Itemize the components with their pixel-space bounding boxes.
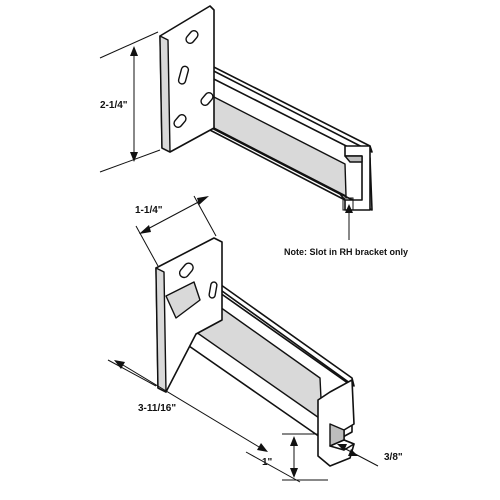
channel-height-label: 1" bbox=[262, 457, 273, 468]
length-dim-ext-right bbox=[245, 451, 301, 483]
top-rail-slot bbox=[342, 197, 354, 211]
channel-width-dim-line bbox=[339, 445, 379, 467]
top-plate-hole-3 bbox=[173, 114, 187, 128]
channel-width-label: 3/8" bbox=[384, 452, 403, 463]
width-dim-line bbox=[141, 197, 207, 233]
top-dim-ext-bottom bbox=[99, 149, 161, 173]
width-dim-ext-right bbox=[193, 195, 217, 237]
channel-height-arrow-down bbox=[290, 468, 298, 478]
bottom-length-label: 3-11/16" bbox=[138, 403, 177, 414]
length-dim-arrow-left bbox=[114, 360, 125, 369]
top-height-label: 2-1/4" bbox=[100, 100, 128, 111]
channel-height-arrow-up bbox=[290, 436, 298, 446]
bottom-plate-bend bbox=[165, 281, 201, 319]
top-plate-hole-2 bbox=[200, 92, 214, 106]
top-dim-ext-top bbox=[99, 31, 159, 59]
bottom-width-label: 1-1/4" bbox=[135, 205, 163, 216]
top-plate-slot bbox=[177, 65, 190, 85]
length-dim-arrow-right bbox=[257, 443, 268, 452]
top-dim-arrow-down bbox=[130, 152, 138, 162]
bottom-plate-slot bbox=[208, 281, 218, 299]
top-dim-arrow-up bbox=[130, 46, 138, 56]
top-plate-hole-1 bbox=[185, 30, 199, 44]
length-dim-line bbox=[117, 361, 265, 451]
width-dim-ext-left bbox=[135, 225, 159, 267]
note-arrowhead bbox=[345, 204, 353, 213]
bottom-plate-edge bbox=[155, 267, 167, 393]
bottom-plate-hole bbox=[178, 262, 194, 279]
top-rail-end-lip bbox=[344, 155, 363, 163]
channel-width-arrow-right bbox=[348, 449, 358, 456]
width-dim-arrow-left bbox=[139, 225, 151, 234]
channel-width-arrow-left bbox=[337, 444, 347, 451]
width-dim-arrow-right bbox=[197, 196, 209, 205]
top-plate-edge bbox=[159, 35, 171, 153]
length-dim-ext-left bbox=[107, 359, 157, 387]
slot-note: Note: Slot in RH bracket only bbox=[284, 247, 409, 257]
bottom-bracket bbox=[107, 195, 379, 483]
top-bracket bbox=[99, 5, 373, 211]
